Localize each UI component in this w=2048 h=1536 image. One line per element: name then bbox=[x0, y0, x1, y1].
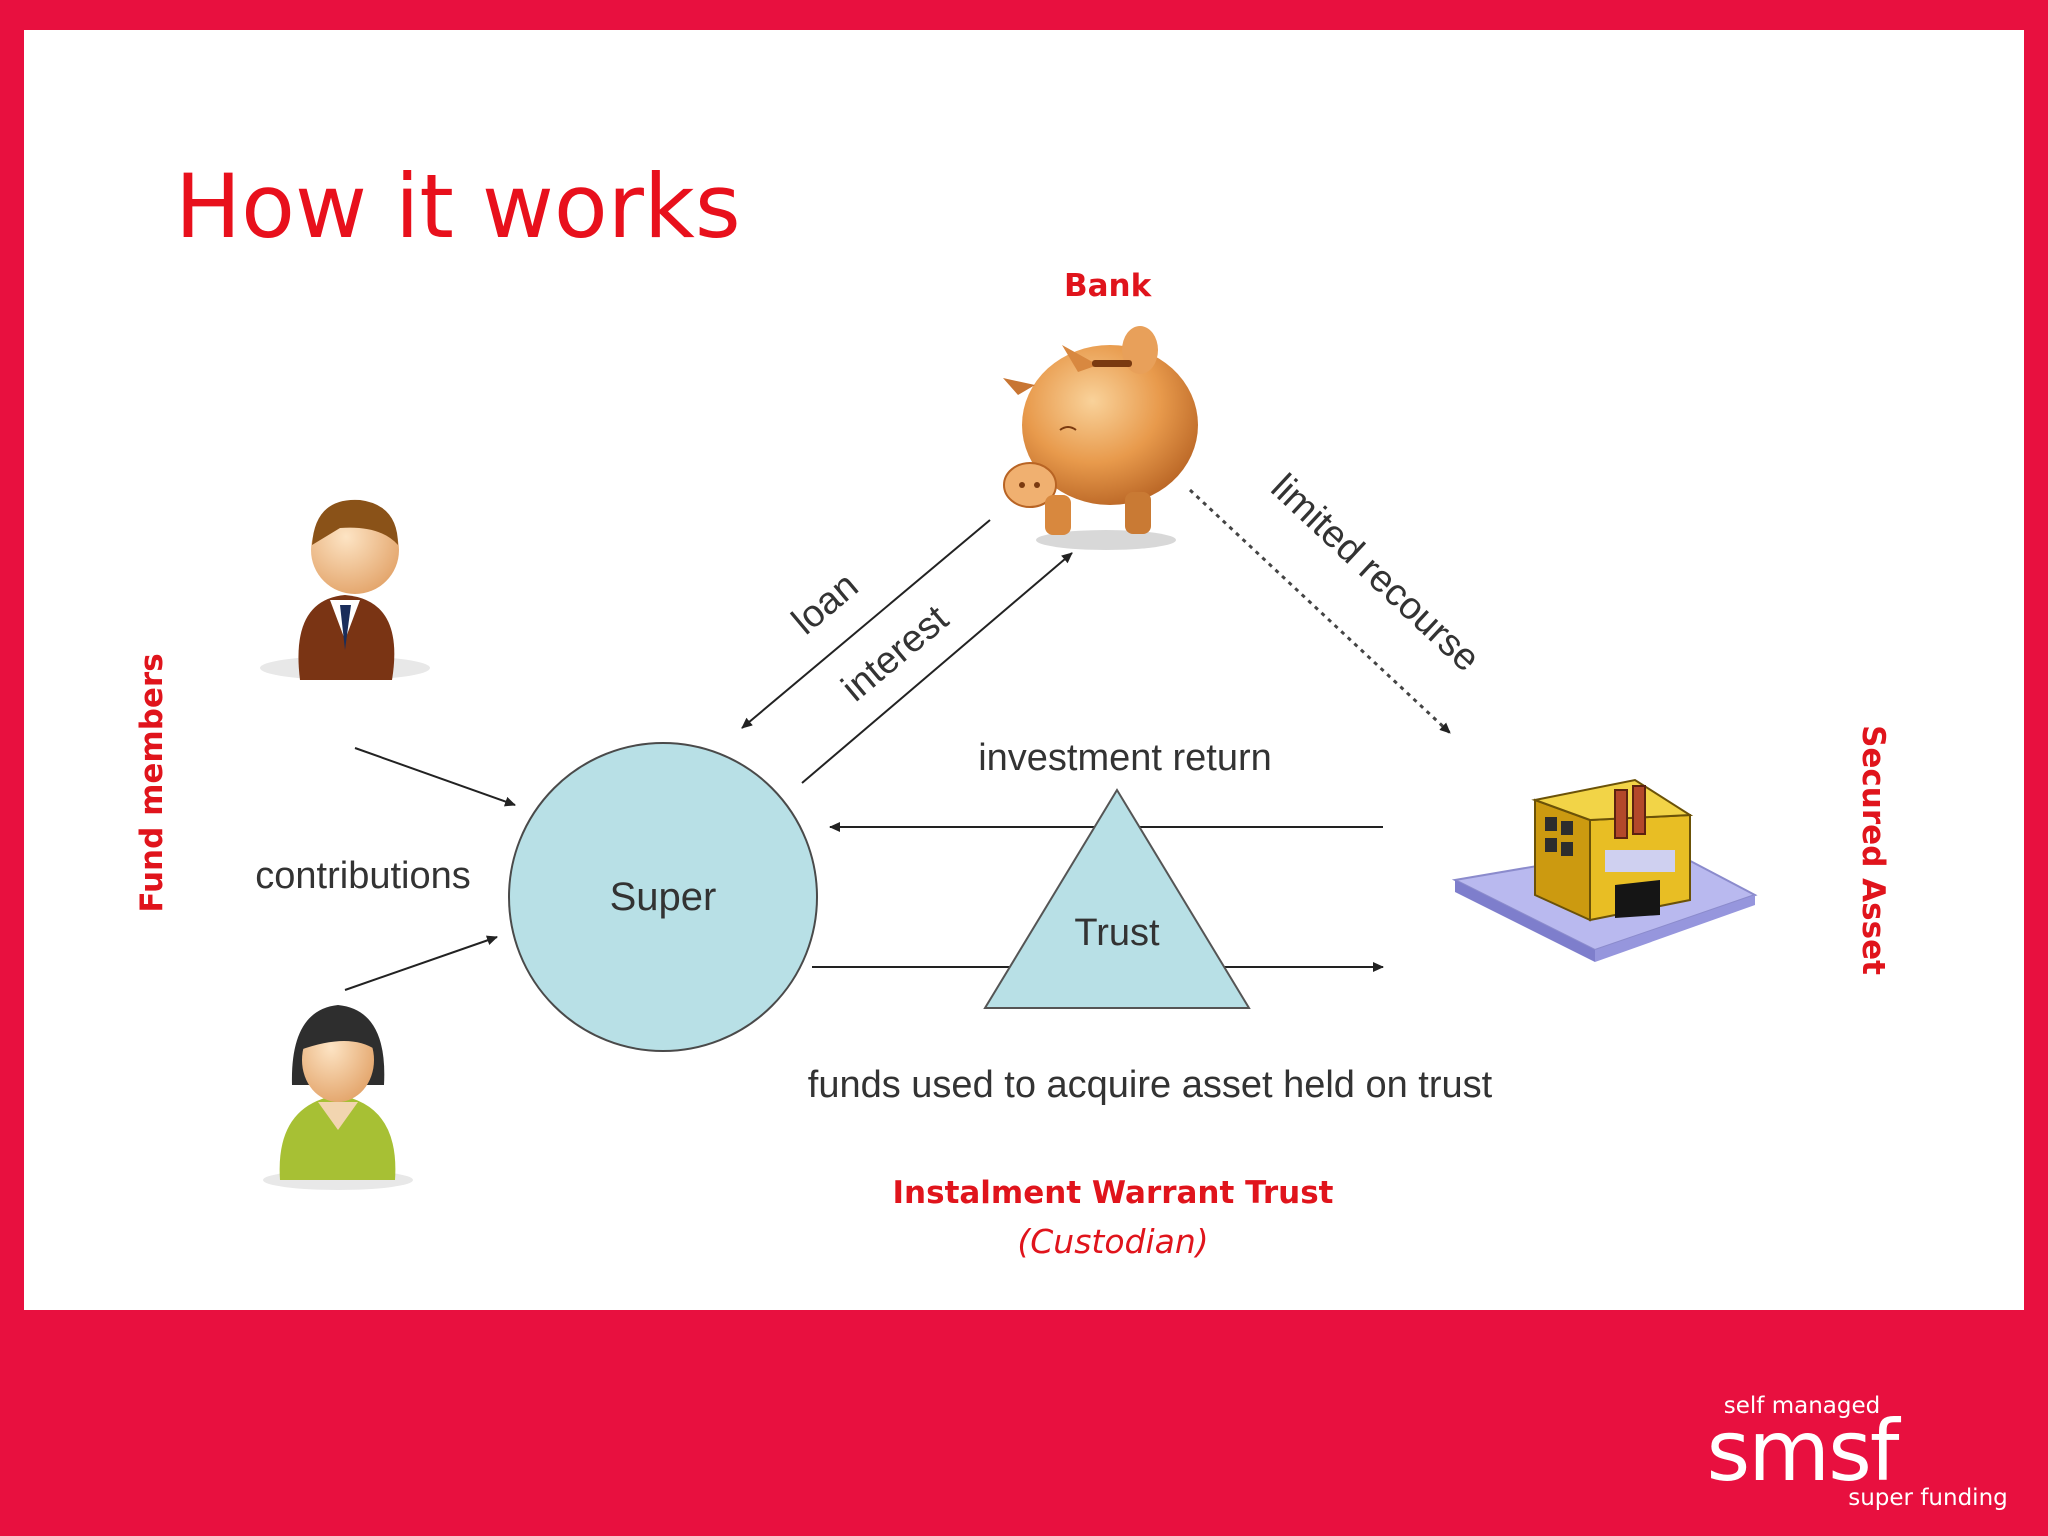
secured-asset-label: Secured Asset bbox=[1855, 725, 1891, 975]
building-icon bbox=[1451, 778, 1758, 962]
slide-title: How it works bbox=[175, 155, 741, 258]
custodian-label: (Custodian) bbox=[1017, 1222, 1209, 1261]
limited-recourse-label: limited recourse bbox=[1263, 466, 1488, 680]
interest-arrow bbox=[801, 552, 1073, 784]
logo-wordmark: smsf bbox=[1707, 1402, 1902, 1500]
instalment-warrant-trust-label: Instalment Warrant Trust bbox=[892, 1175, 1334, 1211]
bank-label: Bank bbox=[1064, 268, 1152, 304]
super-circle bbox=[508, 742, 818, 1052]
contribution-arrow-bottom bbox=[344, 935, 498, 991]
smsf-logo: self managed smsf super funding bbox=[1707, 1393, 2008, 1511]
logo-tagline-top: self managed bbox=[1724, 1393, 1880, 1419]
trust-triangle bbox=[983, 788, 1251, 1009]
funds-used-label: funds used to acquire asset held on trus… bbox=[808, 1064, 1493, 1106]
piggy-bank-icon bbox=[1003, 326, 1198, 550]
interest-label: interest bbox=[834, 597, 957, 710]
contributions-label: contributions bbox=[255, 855, 470, 897]
man-icon bbox=[260, 499, 430, 680]
logo-tagline-bottom: super funding bbox=[1848, 1485, 2008, 1511]
loan-arrow bbox=[741, 519, 991, 729]
fund-members-label: Fund members bbox=[134, 653, 170, 913]
super-label: Super bbox=[610, 875, 717, 919]
investment-return-label: investment return bbox=[978, 737, 1272, 779]
trust-label: Trust bbox=[1074, 912, 1160, 954]
woman-icon bbox=[263, 1005, 413, 1190]
loan-label: loan bbox=[784, 565, 866, 643]
contribution-arrow-top bbox=[354, 747, 516, 807]
